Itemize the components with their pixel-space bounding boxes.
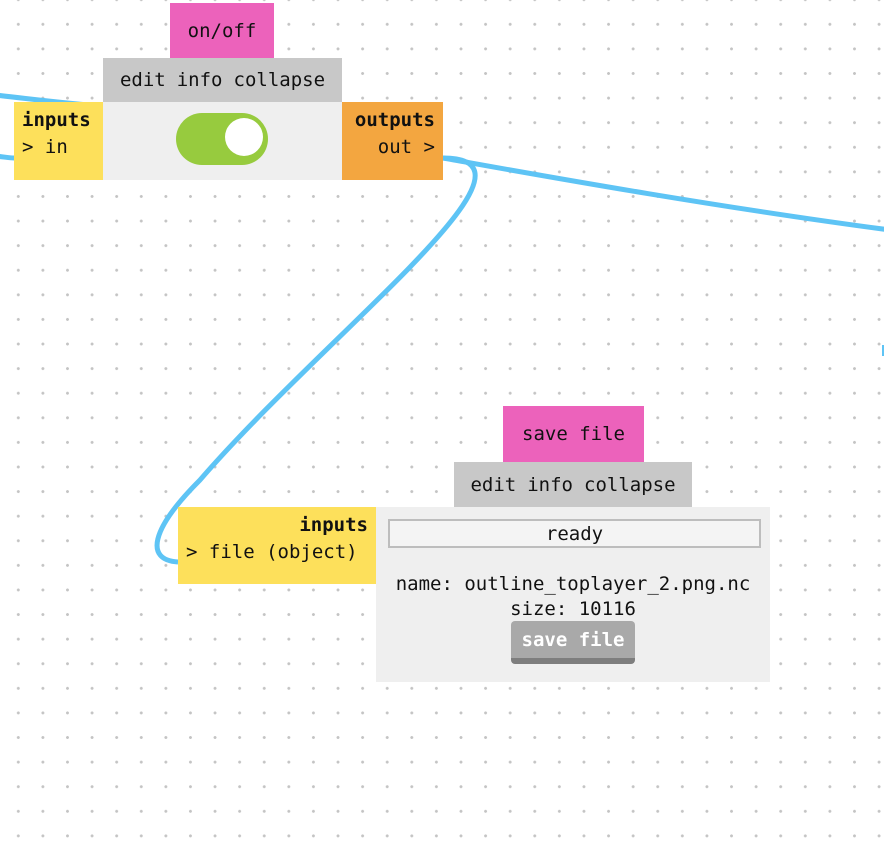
onoff-edit-button[interactable]: edit <box>119 69 166 91</box>
savefile-input-port-file[interactable]: > file (object) <box>186 541 358 563</box>
savefile-edit-button[interactable]: edit <box>470 473 517 496</box>
savefile-info-button[interactable]: info <box>527 473 573 496</box>
onoff-info-button[interactable]: info <box>176 69 223 91</box>
savefile-status-text: ready <box>545 522 604 545</box>
savefile-file-name: name: outline_toplayer_2.png.nc <box>395 573 751 595</box>
onoff-outputs-panel: outputs out > <box>342 102 443 180</box>
savefile-title-text: save file <box>522 423 625 445</box>
onoff-outputs-heading: outputs <box>354 109 435 131</box>
savefile-node-body: ready name: outline_toplayer_2.png.nc si… <box>376 507 770 682</box>
savefile-collapse-button[interactable]: collapse <box>584 473 676 496</box>
savefile-info-block: name: outline_toplayer_2.png.nc size: 10… <box>376 572 770 622</box>
savefile-inputs-panel: inputs > file (object) <box>178 507 376 584</box>
onoff-inputs-heading: inputs <box>22 109 91 131</box>
onoff-node-title[interactable]: on/off <box>170 3 274 58</box>
savefile-status-field: ready <box>388 519 761 548</box>
onoff-toggle-switch[interactable] <box>176 113 268 165</box>
savefile-inputs-heading: inputs <box>299 514 368 536</box>
toggle-knob <box>225 118 263 156</box>
onoff-input-port-in[interactable]: > in <box>22 136 68 158</box>
wire-out-to-right[interactable] <box>442 155 884 232</box>
wire-in-tail[interactable] <box>0 154 15 161</box>
onoff-title-text: on/off <box>187 19 257 42</box>
save-file-button-label: save file <box>521 628 625 651</box>
save-file-button[interactable]: save file <box>511 621 635 664</box>
onoff-node-menubar: edit info collapse <box>103 58 342 102</box>
onoff-node-body <box>103 102 342 180</box>
wire-out-to-file[interactable] <box>154 155 478 565</box>
savefile-node-menubar: edit info collapse <box>454 462 692 507</box>
savefile-node-title[interactable]: save file <box>503 406 644 462</box>
onoff-output-port-out[interactable]: out > <box>377 136 435 158</box>
onoff-inputs-panel: inputs > in <box>14 102 103 180</box>
onoff-collapse-button[interactable]: collapse <box>233 69 326 91</box>
savefile-file-size: size: 10116 <box>510 598 636 620</box>
